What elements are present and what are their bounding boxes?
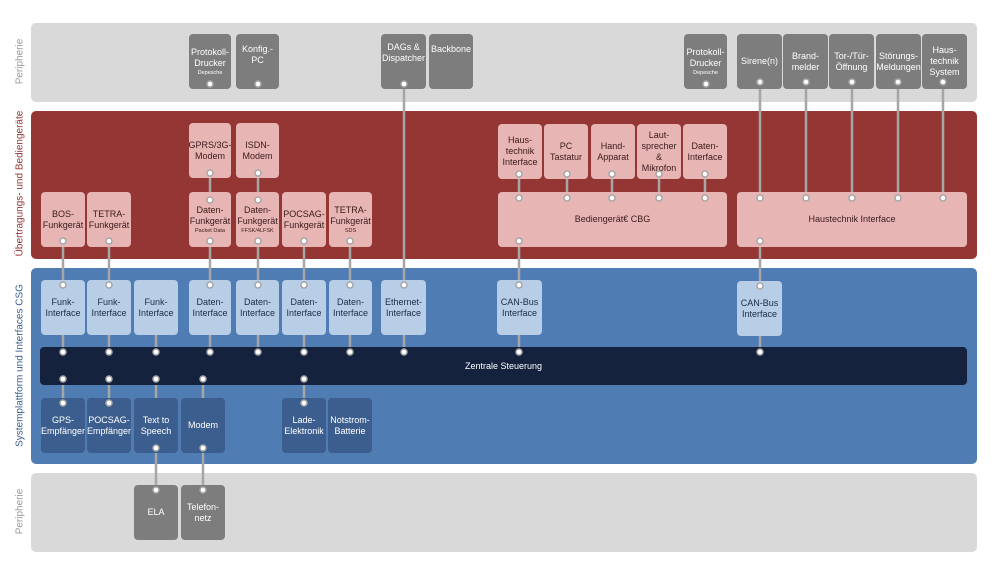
haustechnik-interface-small: Haus- technik Interface [498, 124, 542, 179]
box-title: Bediengerät€ CBG [574, 214, 651, 224]
daten-interface-cbg: Daten- Interface [683, 124, 727, 179]
daten-interface-3: Daten- Interface [282, 280, 326, 335]
box-title: Notstrom- Batterie [330, 414, 370, 436]
box-title: GPS- Empfänger [40, 414, 86, 436]
box-title: Funk- Interface [45, 296, 81, 318]
pocsag-funkgeraet: POCSAG- Funkgerät [282, 192, 326, 247]
stoerungs-meldungen: Störungs- Meldungen [876, 34, 921, 89]
box-title: Daten- Funkgerät [189, 204, 231, 226]
box-title: Hand- Apparat [597, 140, 629, 162]
box-title: Daten- Funkgerät [237, 204, 278, 226]
box-title: Ethernet- Interface [384, 296, 423, 318]
funk-interface-2: Funk- Interface [87, 280, 131, 335]
box-title: CAN-Bus Interface [500, 296, 539, 318]
box-title: Störungs- Meldungen [876, 50, 921, 72]
box-title: Daten- Interface [286, 296, 322, 318]
box-title: Protokoll- Drucker [686, 46, 725, 68]
box-title: Funk- Interface [138, 296, 174, 318]
modem: Modem [181, 398, 225, 453]
box-title: CAN-Bus Interface [740, 297, 779, 319]
bos-funkgeraet: BOS- Funkgerät [41, 192, 85, 247]
box-subtitle: SDS [344, 227, 357, 234]
funk-interface-1: Funk- Interface [41, 280, 85, 335]
backbone: Backbone [429, 34, 473, 89]
box-title: Sirene(n) [740, 56, 778, 66]
box-title: Haustechnik Interface [808, 214, 896, 224]
text-to-speech: Text to Speech [134, 398, 178, 453]
box-title: Daten- Interface [687, 140, 723, 162]
daten-interface-2: Daten- Interface [236, 280, 279, 335]
protokoll-drucker-depesche-2: Protokoll- Drucker Depesche [684, 34, 727, 89]
daten-interface-4: Daten- Interface [329, 280, 372, 335]
daten-funkgeraet-packet-data: Daten- Funkgerät Packet Data [189, 192, 231, 247]
pc-tastatur: PC Tastatur [544, 124, 588, 179]
box-title: Funk- Interface [91, 296, 127, 318]
konfig-pc: Konfig.-PC [236, 34, 279, 89]
tetra-funkgeraet-1: TETRA- Funkgerät [87, 192, 131, 247]
box-title: BOS- Funkgerät [42, 208, 84, 230]
pocsag-empfaenger: POCSAG- Empfänger [87, 398, 131, 453]
box-subtitle: Packet Data [195, 227, 225, 234]
box-title: GPRS/3G- Modem [188, 139, 232, 161]
gprs-3g-modem: GPRS/3G- Modem [188, 123, 232, 178]
box-title: Backbone [430, 44, 472, 54]
box-title: Haus- technik Interface [502, 135, 538, 167]
haustechnik-system: Haus- technik System [922, 34, 967, 89]
funk-interface-3: Funk- Interface [134, 280, 178, 335]
zentrale-steuerung: Zentrale Steuerung [40, 347, 967, 385]
lautsprecher-mikrofon: Laut- sprecher & Mikrofon [637, 124, 681, 179]
protokoll-drucker-depesche-1: Protokoll- Drucker Depesche [189, 34, 231, 89]
tetra-funkgeraet-sds: TETRA- Funkgerät SDS [329, 192, 372, 247]
box-subtitle: Depesche [693, 69, 718, 76]
tor-tuer-oeffnung: Tor-/Tür- Öffnung [829, 34, 874, 89]
box-title: Telefon- netz [186, 501, 220, 523]
box-title: Haus- technik System [929, 45, 960, 77]
box-title: Daten- Interface [192, 296, 228, 318]
box-title: ELA [147, 507, 165, 517]
box-title: Lade- Elektronik [284, 414, 324, 436]
box-title: Laut- sprecher & Mikrofon [641, 129, 677, 173]
box-title: POCSAG- Empfänger [86, 414, 132, 436]
haustechnik-interface: Haustechnik Interface [737, 192, 967, 247]
gps-empfaenger: GPS- Empfänger [41, 398, 85, 453]
box-title: Zentrale Steuerung [464, 360, 543, 371]
box-title: Text to Speech [140, 414, 172, 436]
can-bus-interface-2: CAN-Bus Interface [737, 281, 782, 336]
brandmelder: Brand- melder [783, 34, 828, 89]
ela: ELA [134, 485, 178, 540]
sirene: Sirene(n) [737, 34, 782, 89]
box-title: DAGs & Dispatcher [381, 42, 426, 63]
box-subtitle: Depesche [197, 69, 223, 76]
lade-elektronik: Lade- Elektronik [282, 398, 326, 453]
notstrom-batterie: Notstrom- Batterie [328, 398, 372, 453]
box-title: Brand- melder [791, 50, 820, 72]
dags-dispatcher: DAGs & Dispatcher [381, 34, 426, 89]
isdn-modem: ISDN- Modem [236, 123, 279, 178]
box-title: Modem [187, 420, 218, 430]
box-title: POCSAG- Funkgerät [283, 208, 325, 230]
box-title: Protokoll- Drucker [191, 46, 230, 68]
daten-funkgeraet-ffsk: Daten- Funkgerät FFSK/4LFSK [236, 192, 279, 247]
box-title: Konfig.-PC [241, 44, 274, 65]
hand-apparat: Hand- Apparat [591, 124, 635, 179]
bediengeraet-cbg: Bediengerät€ CBG [498, 192, 727, 247]
box-subtitle: FFSK/4LFSK [241, 227, 274, 234]
box-title: PC Tastatur [549, 140, 582, 162]
ethernet-interface: Ethernet- Interface [381, 280, 426, 335]
box-title: ISDN- Modem [242, 139, 273, 161]
box-title: TETRA- Funkgerät [88, 208, 130, 230]
box-title: Daten- Interface [332, 296, 369, 318]
daten-interface-1: Daten- Interface [189, 280, 231, 335]
box-title: Daten- Interface [239, 296, 276, 318]
telefonnetz: Telefon- netz [181, 485, 225, 540]
box-title: Tor-/Tür- Öffnung [834, 50, 869, 72]
box-title: TETRA- Funkgerät [330, 204, 371, 226]
can-bus-interface-1: CAN-Bus Interface [497, 280, 542, 335]
